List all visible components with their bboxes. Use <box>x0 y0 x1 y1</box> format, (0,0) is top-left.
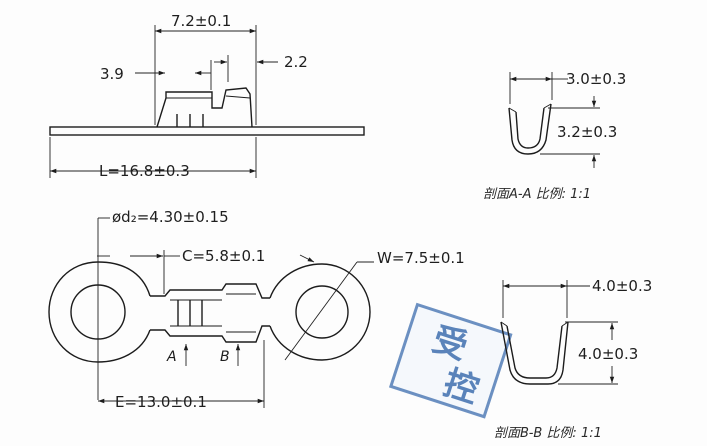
section-aa-caption: 剖面A-A 比例: 1:1 <box>483 187 591 202</box>
side-crimp-profile <box>156 87 253 128</box>
section-aa-width-label: 3.0±0.3 <box>566 70 626 88</box>
leader-w <box>284 261 358 361</box>
plan-right-ring-hole <box>295 285 349 339</box>
plan-barrel-top <box>150 283 270 299</box>
section-aa-lip-right <box>543 103 552 109</box>
section-bb-caption: 剖面B-B 比例: 1:1 <box>494 426 602 441</box>
section-bb-height-label: 4.0±0.3 <box>578 345 638 363</box>
section-bb-u-outer <box>500 321 569 385</box>
section-aa-u-inner <box>515 107 545 149</box>
side-base-strip <box>49 126 365 136</box>
plan-barrel-bottom <box>150 325 270 343</box>
plan-left-ring-outer <box>48 261 151 363</box>
dim-7-2-label: 7.2±0.1 <box>171 12 231 30</box>
section-bb-lip-left <box>500 321 508 327</box>
dim-l-label: L=16.8±0.3 <box>99 162 190 180</box>
dim-2-2-label: 2.2 <box>284 53 308 71</box>
stamp-border <box>388 302 513 419</box>
plan-insulation-inner <box>226 293 256 333</box>
dim-3-9-label: 3.9 <box>100 65 124 83</box>
plan-view: ød₂=4.30±0.15 C=5.8±0.1 W=7.5±0.1 A B E=… <box>48 208 465 411</box>
section-bb: 4.0±0.3 4.0±0.3 剖面B-B 比例: 1:1 <box>494 277 652 441</box>
side-view: 7.2±0.1 3.9 2.2 L=16.8±0.3 <box>49 12 365 180</box>
leader-w-arrow <box>299 254 315 263</box>
controlled-stamp: 受 控 <box>388 302 513 419</box>
section-bb-u-inner <box>506 325 563 379</box>
dim-w-label: W=7.5±0.1 <box>377 249 465 267</box>
section-bb-lip-right <box>561 321 569 327</box>
section-bb-width-label: 4.0±0.3 <box>592 277 652 295</box>
plan-right-ring-outer <box>269 263 371 361</box>
section-marker-b: B <box>220 349 230 365</box>
hole-diameter-label: ød₂=4.30±0.15 <box>112 208 229 226</box>
section-marker-a: A <box>166 349 177 365</box>
section-aa-lip-left <box>508 107 517 113</box>
section-aa: 3.0±0.3 3.2±0.3 剖面A-A 比例: 1:1 <box>483 70 626 202</box>
side-crimp-inner-2 <box>225 95 251 99</box>
section-aa-u-outer <box>508 103 552 155</box>
dim-e-label: E=13.0±0.1 <box>115 393 207 411</box>
dim-c-label: C=5.8±0.1 <box>182 247 265 265</box>
section-aa-height-label: 3.2±0.3 <box>557 123 617 141</box>
